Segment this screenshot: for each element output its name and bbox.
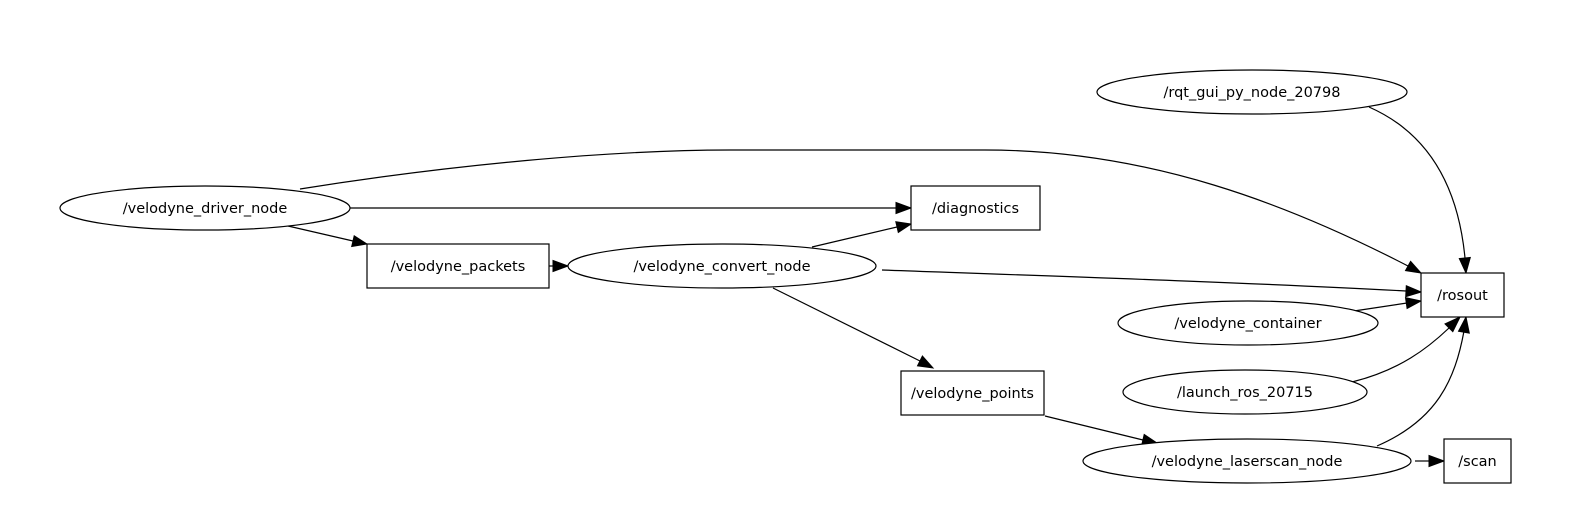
edge-laserscan-to-rosout — [1376, 315, 1470, 447]
edge-convert-to-points — [772, 287, 935, 369]
node-label: /velodyne_packets — [391, 259, 526, 275]
node-velodyne-container[interactable]: /velodyne_container — [1117, 300, 1379, 346]
node-label: /launch_ros_20715 — [1177, 385, 1313, 401]
node-label: /velodyne_points — [911, 386, 1034, 402]
edge-laserscan-to-scan — [1415, 454, 1446, 468]
edge-driver-to-packets — [287, 225, 369, 248]
topic-rosout[interactable]: /rosout — [1420, 272, 1505, 318]
node-label: /scan — [1458, 454, 1497, 470]
edge-launch-to-rosout — [1351, 315, 1462, 383]
edge-points-to-laserscan — [1044, 415, 1159, 446]
node-velodyne-laserscan-node[interactable]: /velodyne_laserscan_node — [1082, 438, 1412, 484]
edge-driver-to-rosout — [299, 149, 1423, 274]
edge-container-to-rosout — [1353, 296, 1423, 312]
node-rqt-gui-py-node[interactable]: /rqt_gui_py_node_20798 — [1096, 69, 1408, 115]
edge-convert-to-rosout — [881, 269, 1423, 298]
nodes: /rqt_gui_py_node_20798 /velodyne_driver_… — [59, 69, 1512, 484]
node-label: /velodyne_laserscan_node — [1152, 454, 1343, 470]
node-label: /velodyne_driver_node — [123, 201, 288, 217]
topic-diagnostics[interactable]: /diagnostics — [910, 185, 1041, 231]
edge-rqt-gui-to-rosout — [1368, 106, 1471, 275]
node-label: /velodyne_convert_node — [633, 259, 810, 275]
node-launch-ros[interactable]: /launch_ros_20715 — [1122, 369, 1368, 415]
edge-convert-to-diagnostics — [811, 221, 913, 248]
topic-velodyne-packets[interactable]: /velodyne_packets — [366, 243, 550, 289]
edge-packets-to-convert — [549, 259, 570, 273]
node-label: /rqt_gui_py_node_20798 — [1163, 85, 1340, 101]
node-label: /velodyne_container — [1174, 316, 1321, 332]
node-label: /diagnostics — [932, 201, 1019, 217]
topic-scan[interactable]: /scan — [1443, 438, 1512, 484]
node-label: /rosout — [1437, 288, 1488, 304]
node-velodyne-convert-node[interactable]: /velodyne_convert_node — [567, 243, 877, 289]
node-velodyne-driver-node[interactable]: /velodyne_driver_node — [59, 185, 351, 231]
edge-driver-to-diagnostics — [349, 201, 913, 215]
topic-velodyne-points[interactable]: /velodyne_points — [900, 370, 1045, 416]
edges — [287, 106, 1471, 468]
